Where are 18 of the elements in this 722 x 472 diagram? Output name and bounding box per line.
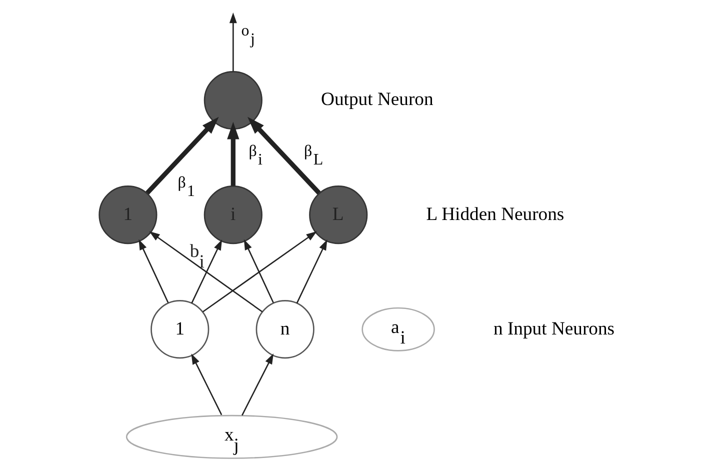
arrow	[191, 239, 222, 304]
arrow	[242, 353, 274, 416]
label: Output Neuron	[321, 89, 434, 110]
arrow	[227, 122, 240, 186]
arrow	[149, 231, 263, 312]
node-circle	[204, 71, 262, 130]
arrow	[202, 231, 317, 312]
node-circle: 1	[150, 300, 210, 359]
arrow	[248, 116, 321, 195]
node-circle: n	[256, 300, 314, 359]
arrow	[146, 116, 219, 195]
arrow	[244, 239, 274, 303]
arrow	[296, 239, 328, 304]
arrow	[229, 12, 237, 72]
arrow	[191, 354, 222, 416]
label: L Hidden Neurons	[426, 204, 564, 225]
arrow	[138, 239, 169, 303]
label: n Input Neurons	[494, 318, 615, 340]
